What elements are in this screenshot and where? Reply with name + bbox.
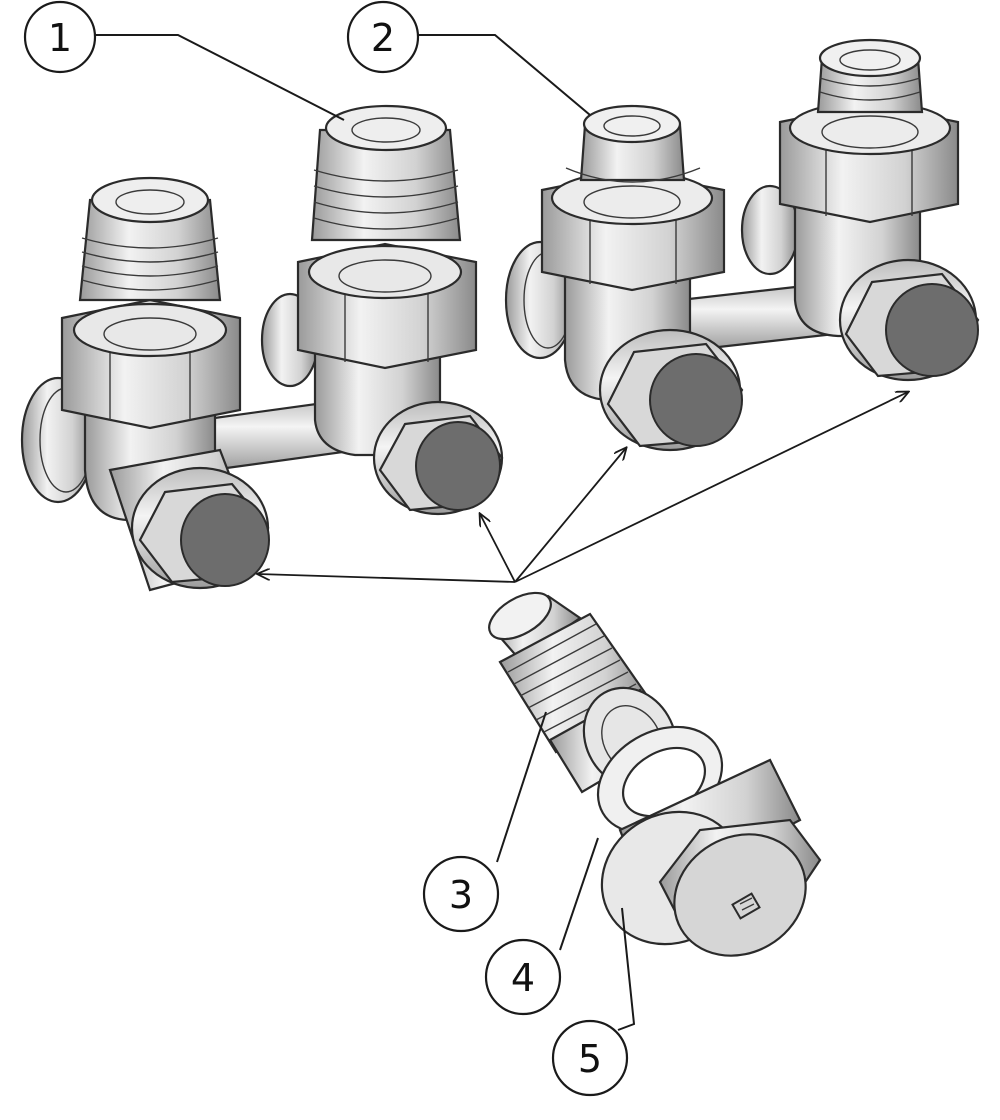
assembly-arrows (258, 392, 908, 583)
arrow-to-right-manifold-right-plug (514, 392, 908, 583)
left-manifold (20, 104, 504, 592)
threaded-nipple (488, 591, 678, 794)
leader-4 (559, 837, 599, 951)
arrow-to-center-plug (480, 514, 516, 583)
callout-1-label: 1 (48, 16, 72, 60)
callout-4-label: 4 (511, 956, 535, 1000)
callout-2-label: 2 (371, 16, 395, 60)
callout-4: 4 (484, 938, 562, 1016)
leader-1 (95, 34, 345, 121)
leader-3 (496, 711, 547, 863)
leader-lines (95, 34, 636, 1031)
plug-assembly (488, 591, 822, 957)
right-plug-cap (415, 421, 501, 511)
right-manifold (504, 38, 980, 452)
callout-5: 5 (551, 1019, 629, 1097)
callout-5-label: 5 (578, 1037, 602, 1081)
callout-1: 1 (23, 0, 97, 74)
arrow-to-right-manifold-left-plug (514, 448, 626, 583)
plug-cap (600, 758, 822, 957)
left-plug-cap (180, 493, 270, 587)
leader-2 (418, 34, 591, 116)
right-manifold-right-plug-cap (885, 283, 979, 377)
arrow-to-left-plug (258, 574, 516, 583)
right-manifold-left-plug-cap (649, 353, 743, 447)
callout-3: 3 (422, 855, 500, 933)
callout-3-label: 3 (449, 873, 473, 917)
plug-logo-mark (731, 892, 761, 920)
leader-5 (617, 907, 636, 1031)
callout-2: 2 (346, 0, 420, 74)
